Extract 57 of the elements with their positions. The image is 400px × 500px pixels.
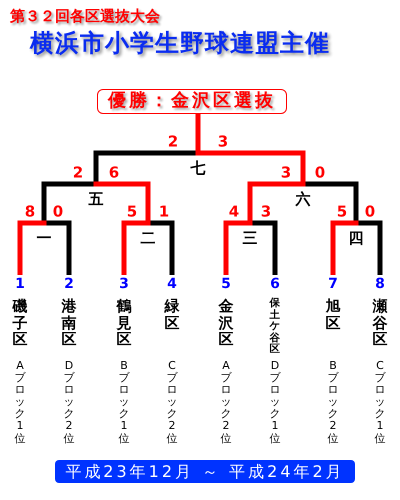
seed-number: 8 [375,276,385,292]
team-name: 鶴見区 [116,298,132,348]
score-label: 4 [228,204,240,220]
block-rank: Cブロック1位 [374,360,386,445]
period-banner: 平成23年12月 ～ 平成24年2月 [55,460,355,483]
seed-number: 5 [221,276,231,292]
seed-number: 4 [167,276,177,292]
block-rank: Aブロック1位 [14,360,26,445]
seed-number: 1 [15,276,25,292]
block-rank: Dブロック1位 [270,360,280,445]
score-label: 0 [52,204,64,220]
champion-banner: 優勝：金沢区選抜 [97,89,287,114]
block-rank: Bブロック2位 [328,360,338,445]
score-label: 3 [218,134,228,150]
match-number: 三 [242,229,258,247]
match-number: 七 [190,159,206,177]
score-label: 2 [72,164,84,182]
team-name: 保土ケ谷区 [270,298,280,356]
seed-number: 3 [119,276,129,292]
bracket-line [122,220,150,275]
team-name: 緑区 [164,298,180,331]
match-number: 二 [140,229,156,247]
team-name: 旭区 [326,298,340,331]
seed-number: 2 [64,276,74,292]
bracket-line [330,220,358,275]
block-rank: Cブロック2位 [166,360,178,445]
score-label: 3 [280,164,292,182]
bracket-line [248,182,306,223]
team-name: 磯子区 [12,298,28,348]
match-number: 四 [348,229,364,247]
score-label: 0 [364,204,376,220]
bracket-line [224,220,252,275]
score-label: 5 [336,204,348,220]
team-name: 港南区 [62,298,76,348]
bracket-line [18,220,46,275]
organizer-heading: 横浜市小学生野球連盟主催 [30,28,330,59]
score-label: 5 [126,204,138,220]
score-label: 3 [260,204,272,220]
block-rank: Dブロック2位 [64,360,74,445]
bracket-line [94,182,150,223]
score-label: 8 [24,204,36,220]
match-number: 五 [88,190,104,208]
team-name: 金沢区 [218,298,234,348]
seed-number: 6 [270,276,280,292]
score-label: 1 [158,204,170,220]
title: 第３２回各区選抜大会 [10,7,160,26]
score-label: 6 [108,164,120,182]
block-rank: Bブロック1位 [118,360,130,445]
team-name: 瀬谷区 [372,298,388,348]
bracket-line [196,114,200,153]
seed-number: 7 [328,276,338,292]
block-rank: Aブロック2位 [220,360,232,445]
bracket-line [196,150,306,184]
score-label: 0 [314,164,326,182]
match-number: 六 [296,190,310,208]
score-label: 2 [168,134,178,150]
match-number: 一 [36,229,52,247]
